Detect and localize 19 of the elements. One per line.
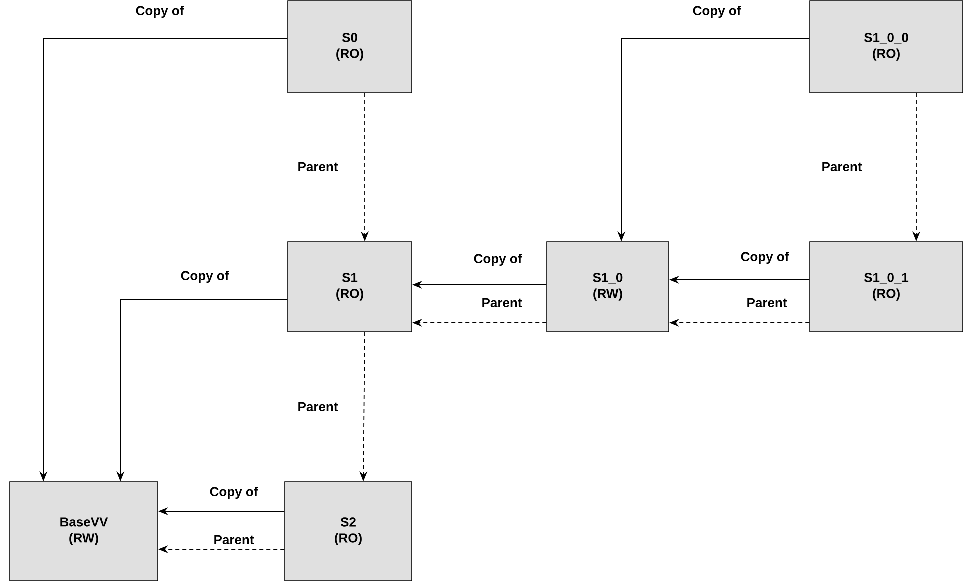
edge-label: Copy of bbox=[692, 4, 742, 20]
edge-label: Parent bbox=[296, 401, 340, 413]
edge-label: Copy of bbox=[208, 486, 260, 500]
process-box: S1_0 (RW) bbox=[546, 242, 670, 332]
edge-label: Parent bbox=[746, 297, 788, 309]
process-box: S2 (RO) bbox=[284, 482, 412, 582]
process-box: S1 (RO) bbox=[288, 242, 412, 332]
edge-label: Parent bbox=[212, 534, 256, 546]
edge-label: Parent bbox=[296, 161, 340, 173]
edge-label: Copy of bbox=[180, 270, 230, 284]
process-box: S1_0_0 (RO) bbox=[810, 0, 964, 94]
process-box: S1_0_1 (RO) bbox=[810, 242, 964, 332]
edge-label: Copy of bbox=[134, 4, 186, 20]
edge-label: Parent bbox=[820, 161, 864, 173]
edge-label: Copy of bbox=[472, 252, 524, 268]
edge-label: Parent bbox=[480, 297, 524, 309]
process-box: S0 (RO) bbox=[288, 0, 412, 94]
edge-label: Copy of bbox=[740, 250, 790, 266]
process-box: BaseVV (RW) bbox=[10, 482, 158, 582]
